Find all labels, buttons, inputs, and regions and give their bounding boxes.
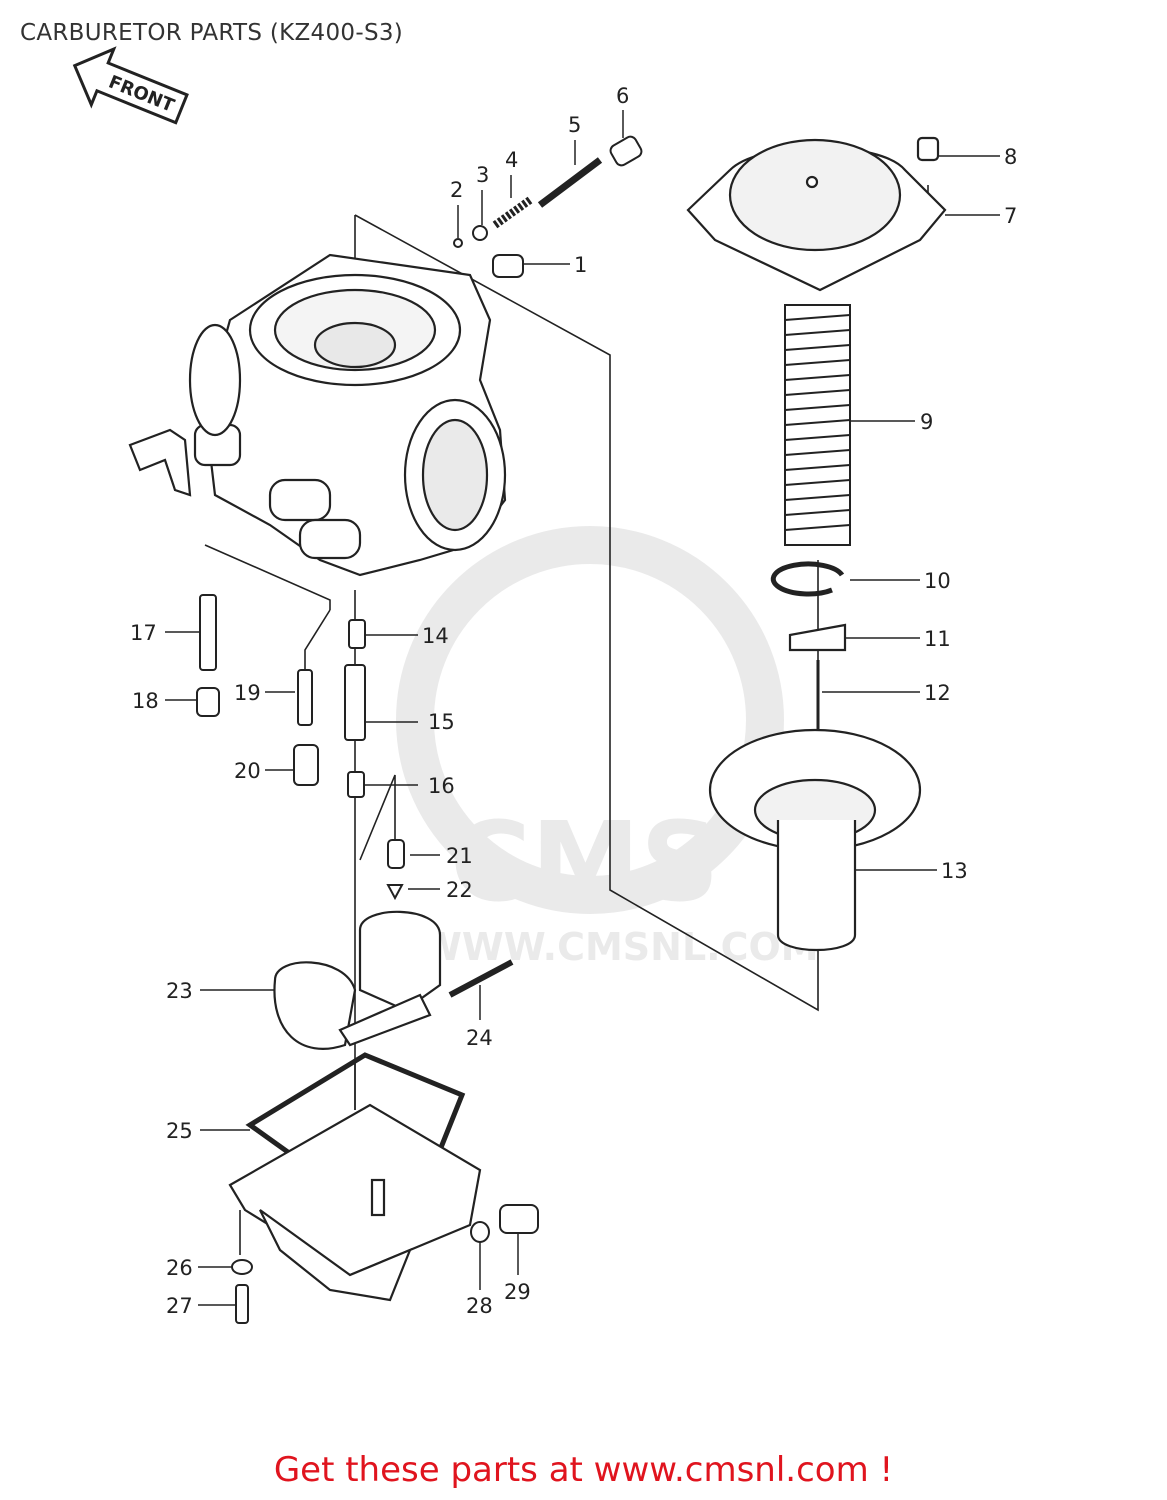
part-13-piston bbox=[708, 728, 922, 951]
part-27-screw bbox=[235, 1284, 249, 1324]
callout-8: 8 bbox=[1004, 145, 1017, 169]
part-9-spring bbox=[784, 304, 851, 546]
jet-parts bbox=[196, 594, 405, 901]
top-cover-parts bbox=[686, 136, 947, 292]
part-1-plug bbox=[492, 254, 524, 278]
callout-14: 14 bbox=[422, 624, 449, 648]
callout-19: 19 bbox=[234, 681, 261, 705]
pilot-screw-parts bbox=[453, 135, 643, 278]
callout-20: 20 bbox=[234, 759, 261, 783]
watermark-logo-text: CMS bbox=[450, 798, 719, 926]
get-parts-link[interactable]: Get these parts at www.cmsnl.com ! bbox=[273, 1450, 894, 1490]
callout-9: 9 bbox=[920, 410, 933, 434]
part-2-washer bbox=[453, 238, 463, 248]
carburetor-body bbox=[128, 253, 507, 577]
callout-15: 15 bbox=[428, 710, 455, 734]
callout-21: 21 bbox=[446, 844, 473, 868]
callout-16: 16 bbox=[428, 774, 455, 798]
part-6-cap bbox=[609, 135, 643, 167]
part-10-circlip bbox=[770, 561, 845, 597]
front-arrow-icon: FRONT bbox=[72, 46, 189, 125]
callout-12: 12 bbox=[924, 681, 951, 705]
callout-18: 18 bbox=[132, 689, 159, 713]
part-3-oring bbox=[472, 225, 488, 241]
part-26-washer bbox=[231, 1259, 253, 1275]
part-15-needle-jet bbox=[344, 664, 366, 741]
part-17-pilot-jet bbox=[199, 594, 217, 671]
part-29-drain-plug bbox=[499, 1204, 539, 1234]
part-23-float bbox=[273, 961, 357, 1050]
callout-28: 28 bbox=[466, 1294, 493, 1318]
callout-17: 17 bbox=[130, 621, 157, 645]
callout-numbers: 1 2 3 4 5 6 7 8 9 10 11 12 13 14 15 16 1… bbox=[130, 84, 1017, 1318]
part-22-seat bbox=[386, 884, 404, 901]
callout-1: 1 bbox=[574, 253, 587, 277]
float-parts bbox=[273, 910, 514, 1050]
callout-7: 7 bbox=[1004, 204, 1017, 228]
callout-11: 11 bbox=[924, 627, 951, 651]
part-20-plug bbox=[293, 744, 319, 786]
callout-5: 5 bbox=[568, 113, 581, 137]
callout-26: 26 bbox=[166, 1256, 193, 1280]
callout-4: 4 bbox=[505, 148, 518, 172]
callout-25: 25 bbox=[166, 1119, 193, 1143]
callout-10: 10 bbox=[924, 569, 951, 593]
watermark-url-text: WWW.CMSNL.COM bbox=[420, 925, 819, 969]
part-4-spring bbox=[492, 196, 533, 229]
part-16-main-jet bbox=[347, 771, 365, 798]
part-28-gasket bbox=[470, 1221, 490, 1243]
callout-3: 3 bbox=[476, 163, 489, 187]
callout-22: 22 bbox=[446, 878, 473, 902]
callout-6: 6 bbox=[616, 84, 629, 108]
part-21-float-valve bbox=[387, 839, 405, 869]
part-8-screw bbox=[916, 136, 940, 162]
float-bowl-parts bbox=[228, 1052, 482, 1302]
part-11-retainer bbox=[788, 623, 847, 652]
callout-29: 29 bbox=[504, 1280, 531, 1304]
part-19-jet bbox=[297, 669, 313, 726]
part-18-plug bbox=[196, 687, 220, 717]
part-24-pin bbox=[448, 959, 514, 998]
page-title: CARBURETOR PARTS (KZ400-S3) bbox=[20, 20, 404, 46]
callout-23: 23 bbox=[166, 979, 193, 1003]
callout-leaders bbox=[165, 110, 1000, 1306]
bowl-small-parts bbox=[231, 1204, 539, 1324]
part-5-screw bbox=[537, 157, 603, 208]
part-14-jet bbox=[348, 619, 366, 649]
callout-2: 2 bbox=[450, 178, 463, 202]
callout-24: 24 bbox=[466, 1026, 493, 1050]
callout-27: 27 bbox=[166, 1294, 193, 1318]
callout-13: 13 bbox=[941, 859, 968, 883]
cmsnl-watermark: CMS WWW.CMSNL.COM bbox=[396, 526, 819, 969]
